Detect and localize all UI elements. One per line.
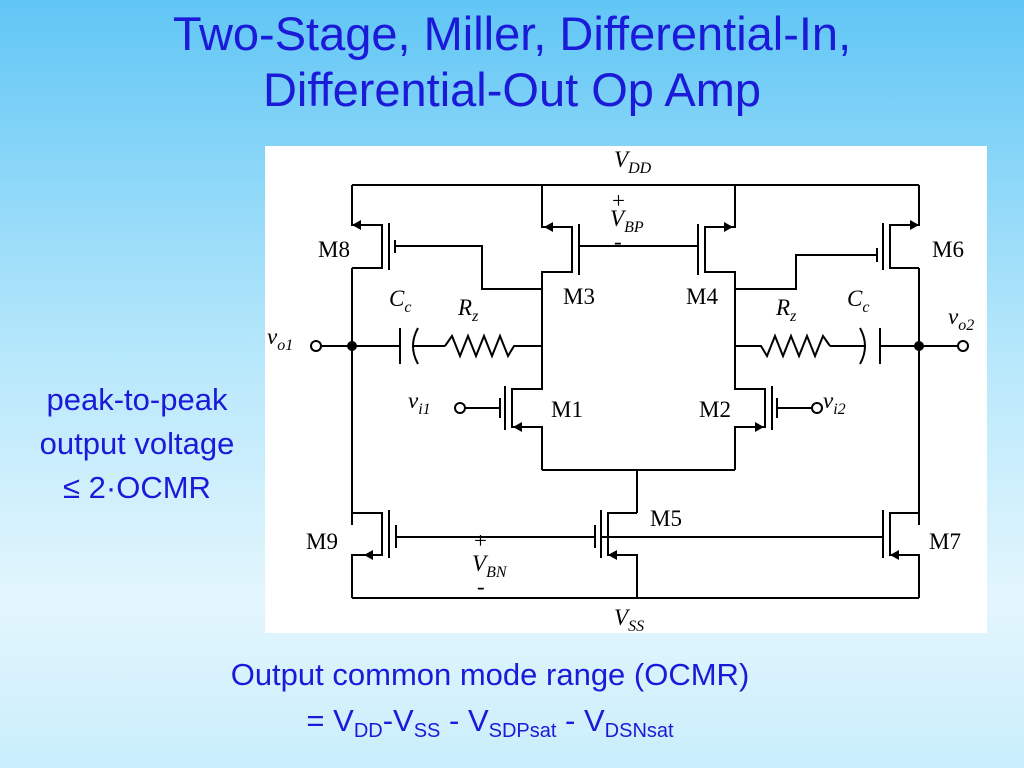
transistor-m7 [882, 510, 920, 598]
vbn-label: VBN [472, 551, 508, 581]
ppv-note: peak-to-peak output voltage ≤ 2·OCMR [0, 378, 274, 510]
arrow-icon [755, 422, 764, 432]
m3-label: M3 [563, 284, 595, 309]
transistor-m5 [594, 510, 638, 598]
capacitor-cc-right [830, 327, 881, 365]
transistor-m4 [697, 185, 736, 345]
vss-label: VSS [614, 605, 644, 633]
arrow-icon [910, 220, 919, 230]
vbp-label: VBP [610, 206, 644, 236]
m6-label: M6 [932, 237, 964, 262]
cc-left-label: Cc [389, 286, 411, 316]
ocmr-formula: Output common mode range (OCMR) = VDD-VS… [200, 652, 780, 744]
circuit-schematic: VDD VSS + VBP - + VBN - M8 M3 M4 M6 M1 M… [267, 147, 974, 633]
resistor-rz-left [444, 333, 542, 359]
title-line-2: Differential-Out Op Amp [262, 63, 762, 116]
footer-line-1: Output common mode range (OCMR) [230, 657, 750, 692]
arrow-icon [544, 222, 553, 232]
vo2-label: vo2 [948, 304, 974, 334]
footer-line-2: = VDD-VSS - VSDPsat - VDSNsat [306, 703, 674, 742]
transistor-m3 [541, 185, 580, 345]
cc-right-label: Cc [847, 286, 869, 316]
vbp-minus: - [614, 229, 622, 254]
note-line-3: ≤ 2·OCMR [63, 470, 211, 505]
rz-right-label: Rz [775, 295, 797, 325]
m2-label: M2 [699, 397, 731, 422]
transistor-m8 [351, 185, 542, 290]
note-line-1: peak-to-peak [46, 382, 228, 417]
vi2-label: vi2 [823, 388, 846, 418]
m7-label: M7 [929, 529, 961, 554]
m8-label: M8 [318, 237, 350, 262]
resistor-rz-right [735, 333, 831, 359]
slide-title: Two-Stage, Miller, Differential-In, Diff… [0, 6, 1024, 118]
m5-label: M5 [650, 506, 682, 531]
vdd-label: VDD [614, 147, 652, 177]
vi1-label: vi1 [408, 388, 431, 418]
vo2-terminal [957, 340, 969, 352]
transistor-m2 [734, 345, 823, 470]
m9-label: M9 [306, 529, 338, 554]
arrow-icon [352, 220, 361, 230]
vi2-terminal [811, 402, 823, 414]
transistor-m9 [351, 510, 416, 598]
arrow-icon [513, 422, 522, 432]
vo1-terminal [310, 340, 322, 352]
rz-left-label: Rz [457, 295, 479, 325]
title-line-1: Two-Stage, Miller, Differential-In, [172, 7, 852, 60]
note-line-2: output voltage [39, 426, 235, 461]
arrow-icon [890, 550, 899, 560]
vo1-label: vo1 [267, 324, 293, 354]
vbn-plus: + [474, 528, 487, 553]
transistor-m6 [735, 185, 920, 290]
m4-label: M4 [686, 284, 718, 309]
capacitor-cc-left [399, 327, 445, 365]
m1-label: M1 [551, 397, 583, 422]
vbp-plus: + [612, 188, 625, 213]
arrow-icon [608, 550, 617, 560]
vbn-minus: - [477, 574, 485, 599]
vi1-terminal [454, 402, 466, 414]
arrow-icon [724, 222, 733, 232]
circuit-diagram: VDD VSS + VBP - + VBN - M8 M3 M4 M6 M1 M… [265, 146, 987, 633]
transistor-m1 [454, 345, 543, 470]
arrow-icon [364, 550, 373, 560]
